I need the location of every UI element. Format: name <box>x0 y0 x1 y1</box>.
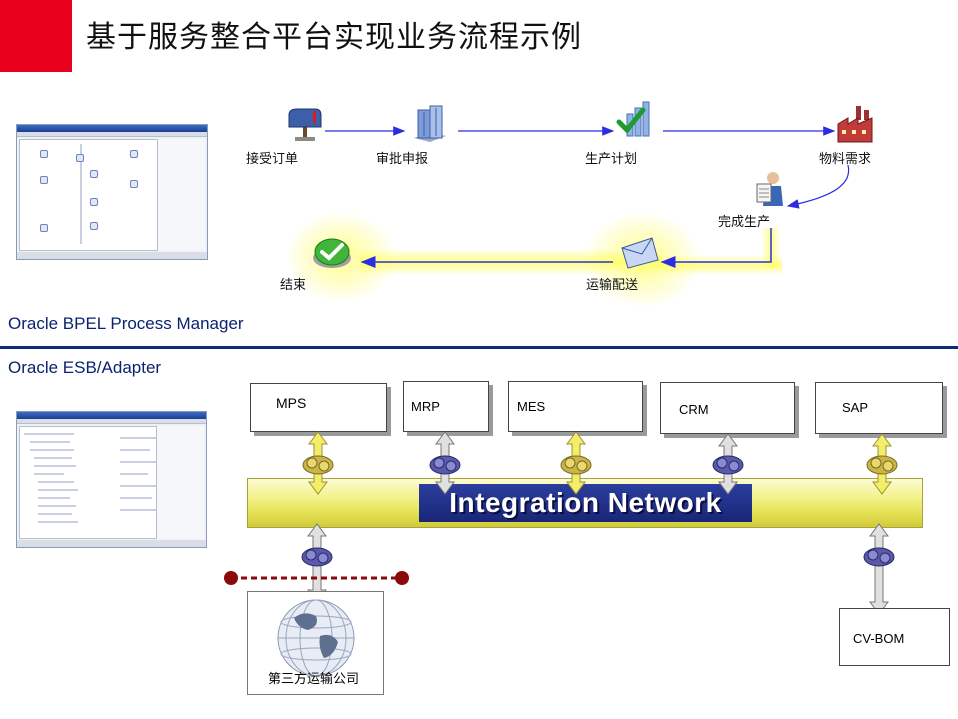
gear-connector-icon <box>866 455 898 475</box>
globe-icon <box>277 599 355 677</box>
system-label: SAP <box>842 400 869 415</box>
system-box-cv-bom: CV-BOM <box>839 608 950 666</box>
step-label-production-plan: 生产计划 <box>585 152 638 167</box>
system-label: MES <box>517 399 546 414</box>
factory-icon <box>837 106 873 143</box>
checkmark-chart-icon <box>616 101 650 137</box>
step-label-end: 结束 <box>280 278 307 293</box>
gear-connector-icon <box>302 455 334 475</box>
integration-network-title: Integration Network <box>419 484 752 522</box>
esb-mapper-thumbnail <box>16 411 207 548</box>
bpel-designer-thumbnail <box>16 124 208 260</box>
system-box-mes: MES <box>508 381 643 432</box>
gear-connector-icon <box>301 547 333 567</box>
worker-icon <box>756 172 783 206</box>
system-label: CRM <box>679 402 709 417</box>
step-label-production-complete: 完成生产 <box>718 215 771 230</box>
page-title: 基于服务整合平台实现业务流程示例 <box>86 20 582 55</box>
process-flow-arrows <box>325 126 850 268</box>
envelope-icon <box>621 237 659 269</box>
system-box-crm: CRM <box>660 382 795 434</box>
return-path-highlight-right <box>660 256 782 274</box>
gear-connector-icon <box>712 455 744 475</box>
logistics-link-dashed <box>224 571 409 585</box>
section-divider <box>0 346 958 349</box>
step-label-material-demand: 物料需求 <box>819 152 872 167</box>
system-label: MRP <box>411 399 440 414</box>
step-label-approve: 审批申报 <box>376 152 429 167</box>
logistics-partner-box: 第三方运输公司 <box>247 591 384 695</box>
system-label: CV-BOM <box>853 631 905 646</box>
system-label: MPS <box>276 395 307 411</box>
mailbox-icon <box>288 108 322 141</box>
system-box-sap: SAP <box>815 382 943 434</box>
gear-connector-icon <box>863 547 895 567</box>
system-box-mrp: MRP <box>403 381 489 432</box>
title-accent-bar <box>0 0 72 72</box>
step-label-shipping: 运输配送 <box>586 278 639 293</box>
logistics-partner-label: 第三方运输公司 <box>268 672 360 687</box>
bpel-section-label: Oracle BPEL Process Manager <box>8 314 244 333</box>
step-label-receive-order: 接受订单 <box>246 152 299 167</box>
esb-section-label: Oracle ESB/Adapter <box>8 358 162 377</box>
gear-connector-icon <box>560 455 592 475</box>
building-icon <box>414 105 446 142</box>
check-button-icon <box>313 238 351 268</box>
gear-connector-icon <box>429 455 461 475</box>
system-box-mps: MPS <box>250 383 387 432</box>
